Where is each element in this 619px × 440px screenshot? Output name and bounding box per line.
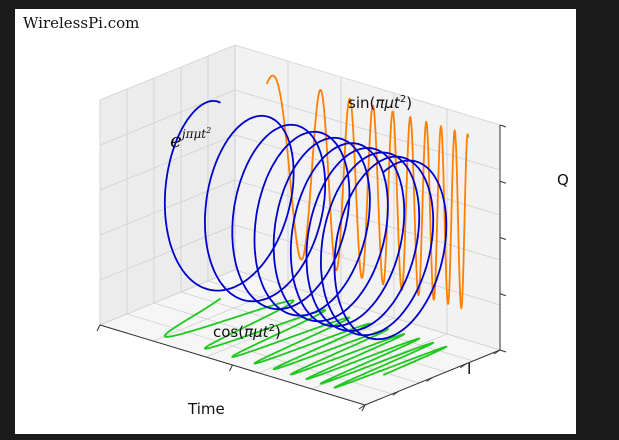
page-margin-left xyxy=(0,0,15,440)
sin-chirp-curve xyxy=(265,74,470,310)
cos-label-suffix: ) xyxy=(274,323,281,341)
z-axis-label: Q xyxy=(557,171,569,189)
grid-left-q-0 xyxy=(99,269,236,326)
q-tick-2 xyxy=(499,237,507,240)
exp-label-power-exponent: 2 xyxy=(206,126,212,135)
exp-label-base: e xyxy=(170,128,182,152)
page-margin-right xyxy=(576,0,619,440)
i-tick-2 xyxy=(426,377,433,382)
grid-left-q-5 xyxy=(99,44,236,101)
x-axis-label: Time xyxy=(188,400,225,418)
floor-pane xyxy=(100,270,500,405)
cos-label-prefix: cos( xyxy=(213,323,245,341)
q-tick-3 xyxy=(499,180,507,184)
left-pane xyxy=(100,45,235,325)
q-tick-1 xyxy=(499,293,507,297)
cos-label-symbols: πμt xyxy=(244,323,269,341)
y-axis-label: I xyxy=(467,360,472,378)
sin-label-suffix: ) xyxy=(406,94,413,112)
series-label-cos-chirp: cos(πμt2) xyxy=(213,323,281,341)
exp-chirp-helix xyxy=(163,100,448,341)
series-label-exp-chirp: ejπμt2 xyxy=(170,126,212,152)
cos-label-power: 2 xyxy=(268,323,275,334)
grid-left-q-3 xyxy=(99,134,236,191)
i-tick-3 xyxy=(459,363,467,369)
q-tick-0 xyxy=(499,349,507,353)
grid-back-q-2 xyxy=(234,179,501,261)
i-tick-4 xyxy=(493,349,501,355)
grid-floor-t-3 xyxy=(258,317,395,374)
sin-label-symbols: πμt xyxy=(375,94,400,112)
grid-left-q-2 xyxy=(99,179,236,236)
grid-floor-i-3 xyxy=(180,291,447,373)
grid-left-q-4 xyxy=(99,89,236,146)
grid-floor-i-4 xyxy=(207,280,474,362)
grid-left-q-1 xyxy=(99,224,236,281)
time-tick-1 xyxy=(229,364,233,372)
axis-ticks xyxy=(96,124,507,412)
exp-label-power-text: jπμt xyxy=(181,127,207,141)
i-tick-0 xyxy=(358,404,366,410)
cos-chirp-curve xyxy=(163,297,448,389)
i-tick-1 xyxy=(392,390,400,396)
series-label-sin-chirp: sin(πμt2) xyxy=(348,94,412,112)
chirp-curves xyxy=(163,74,470,389)
sin-label-prefix: sin( xyxy=(348,94,376,112)
exp-label-power: jπμt2 xyxy=(181,126,212,141)
grid-floor-t-1 xyxy=(152,285,289,342)
watermark-text: WirelessPi.com xyxy=(23,14,140,32)
time-tick-0 xyxy=(96,324,101,332)
grid-back-q-5 xyxy=(234,44,501,126)
time-tick-2 xyxy=(361,404,366,412)
sin-label-power: 2 xyxy=(399,94,407,105)
q-tick-4 xyxy=(499,124,507,128)
